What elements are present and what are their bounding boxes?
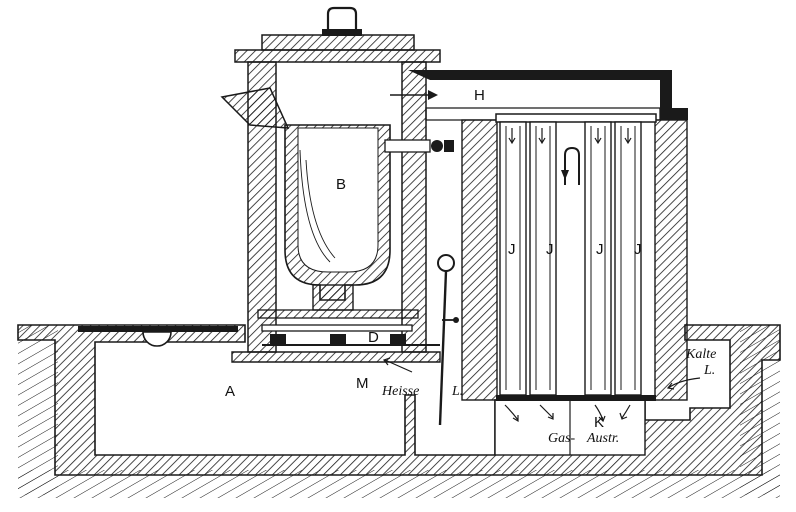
label-kalte-unit: L. — [704, 363, 716, 378]
tube-3 — [584, 121, 612, 396]
label-heisse: Heisse — [382, 384, 420, 399]
heat-exchanger — [382, 113, 701, 423]
label-J-3: J — [596, 241, 604, 258]
label-M: M — [356, 375, 369, 392]
flue-duct — [384, 70, 688, 153]
label-H: H — [474, 87, 485, 104]
flow-arrows — [382, 128, 701, 423]
label-gas-unit: Austr. — [587, 431, 620, 446]
grate-burner — [257, 309, 419, 344]
label-B: B — [336, 176, 347, 193]
label-gas: Gas- — [548, 431, 576, 446]
label-K: K — [594, 414, 605, 431]
masonry-pit-walls — [17, 324, 781, 476]
label-A: A — [225, 383, 236, 400]
label-J-1: J — [508, 241, 516, 258]
floor-slab — [78, 326, 238, 347]
label-J-4: J — [634, 241, 642, 258]
label-J-2: J — [546, 241, 554, 258]
tube-2 — [529, 121, 557, 396]
tube-1 — [499, 121, 527, 396]
lever-rod — [437, 254, 459, 426]
label-D: D — [368, 329, 379, 346]
crucible-vessel — [284, 124, 391, 311]
label-heisse-unit: L. — [452, 384, 464, 399]
label-kalte: Kalte — [686, 347, 717, 362]
stove-body — [220, 6, 441, 363]
tube-4 — [614, 121, 642, 396]
